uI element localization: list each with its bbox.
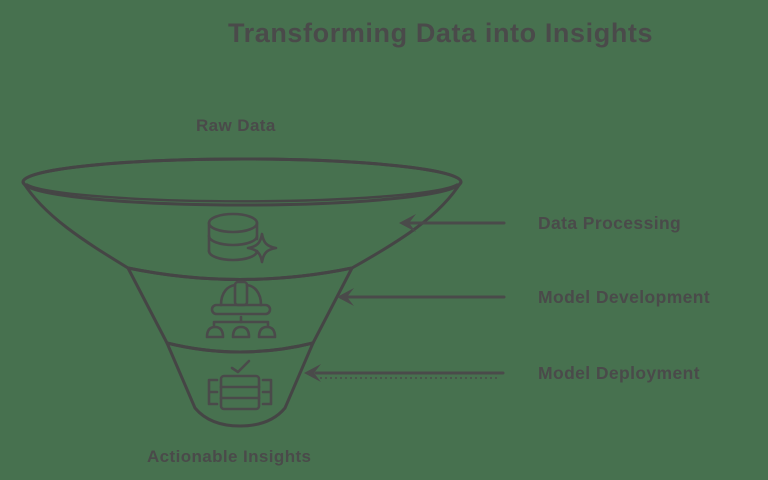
raw-data-label: Raw Data (196, 116, 276, 135)
server-check-icon (207, 359, 273, 411)
funnel-stage-model-deployment (165, 341, 315, 428)
funnel-rim-inner-arc (25, 183, 459, 203)
arrow-data-processing (399, 214, 506, 232)
stage-label-model-deployment: Model Deployment (538, 363, 700, 383)
funnel-rim-ellipse (21, 157, 463, 207)
actionable-insights-label: Actionable Insights (147, 447, 312, 466)
arrow-model-development (337, 288, 506, 306)
database-sparkle-icon (207, 212, 278, 264)
hard-hat-flowchart-icon (205, 280, 277, 339)
stage-label-model-development: Model Development (538, 287, 711, 307)
diagram-title: Transforming Data into Insights (228, 18, 654, 48)
arrow-model-deployment (304, 364, 505, 382)
stage-label-data-processing: Data Processing (538, 213, 682, 233)
